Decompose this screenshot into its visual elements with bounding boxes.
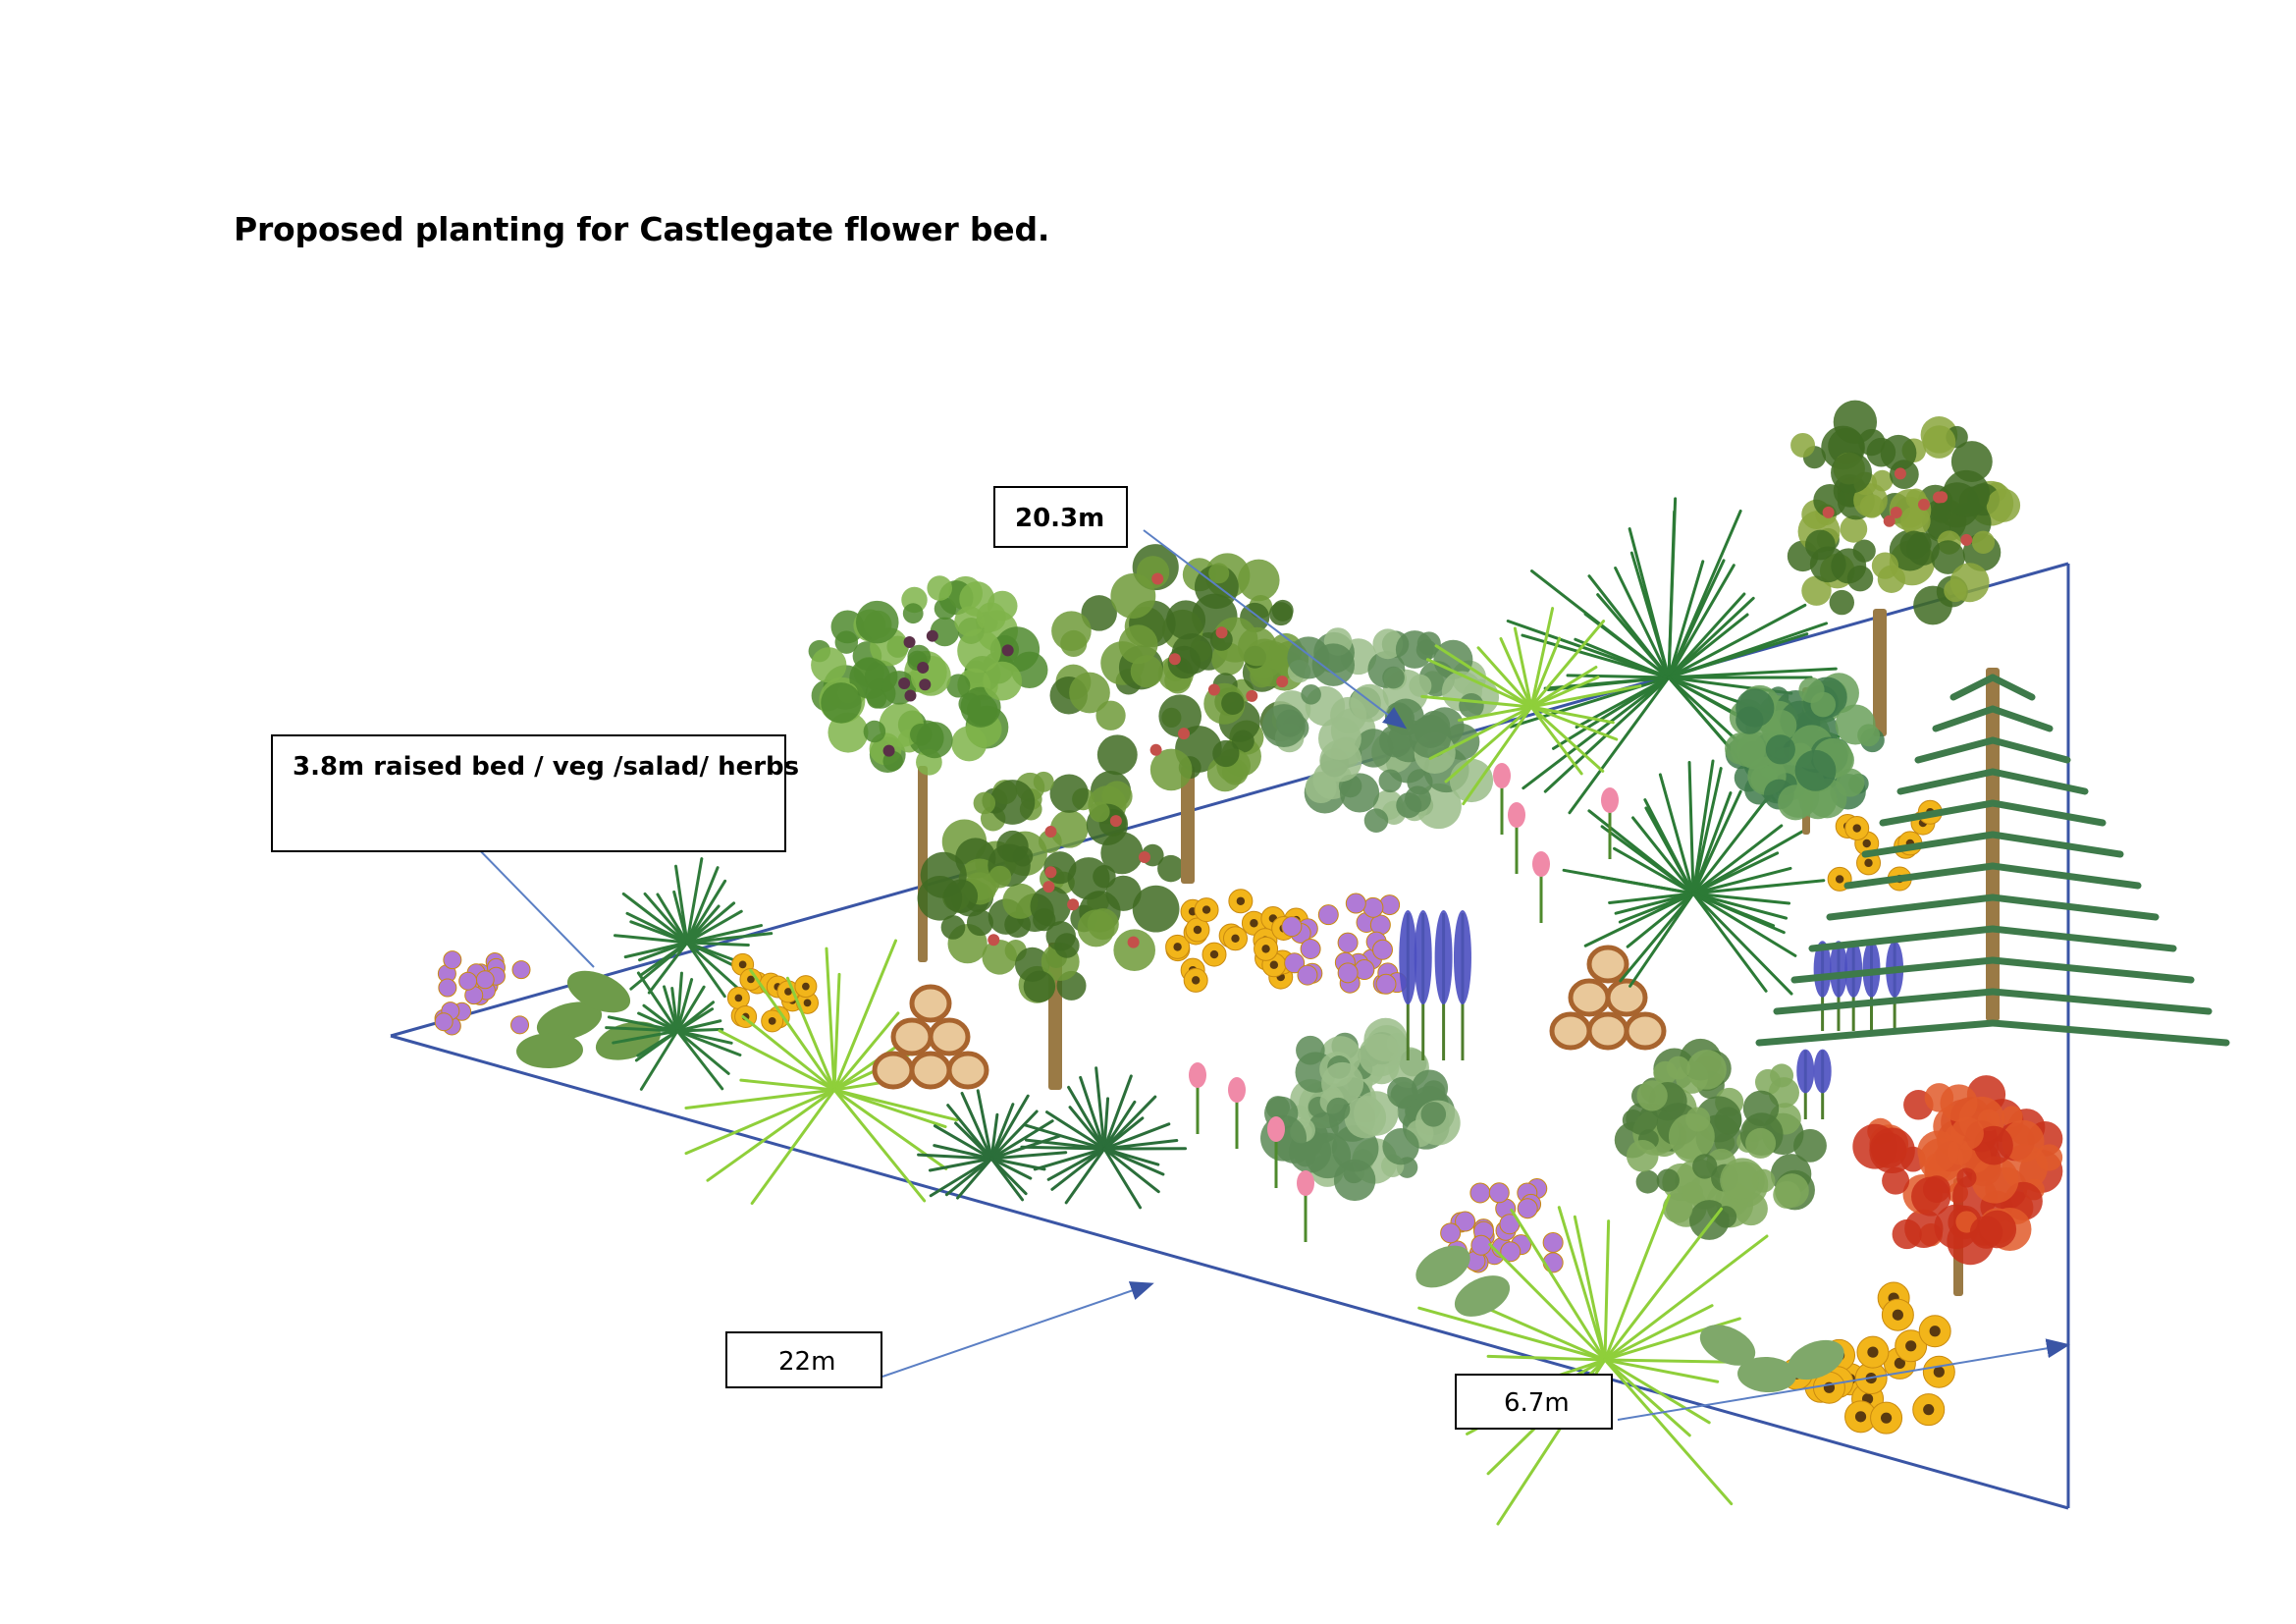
lavender-cluster	[434, 950, 531, 1036]
broadleaf-front	[1415, 1245, 1844, 1393]
length-label: 22m	[778, 1347, 836, 1377]
fruit-tree	[917, 400, 2021, 1090]
leader-depth	[1617, 1338, 2070, 1421]
stacked-logs	[872, 945, 1667, 1090]
leader-length	[881, 1281, 1154, 1378]
yellow-daisies	[726, 952, 820, 1033]
plants-layer	[434, 400, 2230, 1526]
leader-width	[1143, 529, 1408, 730]
leader-lines	[468, 529, 2070, 1421]
page-title: Proposed planting for Castlegate flower …	[234, 210, 1050, 248]
round-shrub	[1260, 627, 1827, 1240]
length-label-box: 22m	[725, 1331, 882, 1388]
depth-label: 6.7m	[1504, 1388, 1570, 1418]
depth-label-box: 6.7m	[1455, 1374, 1613, 1430]
lavender-front	[1281, 893, 1564, 1273]
pink-tulips	[1189, 763, 1619, 1242]
raised-bed-label-box: 3.8m raised bed / veg /salad/ herbs	[271, 734, 799, 852]
conifer	[1725, 668, 2230, 1047]
grass-tuft	[605, 857, 774, 1091]
leader-raised-bed	[468, 839, 595, 968]
blue-lupins	[1399, 910, 1904, 1119]
width-label: 20.3m	[1015, 504, 1105, 533]
width-label-box: 20.3m	[993, 486, 1128, 548]
red-maple	[1852, 1075, 2063, 1296]
bed-front-edge	[390, 1034, 2069, 1510]
spiky-shrub	[917, 1066, 1188, 1210]
raised-bed-label: 3.8m raised bed / veg /salad/ herbs	[293, 752, 800, 782]
